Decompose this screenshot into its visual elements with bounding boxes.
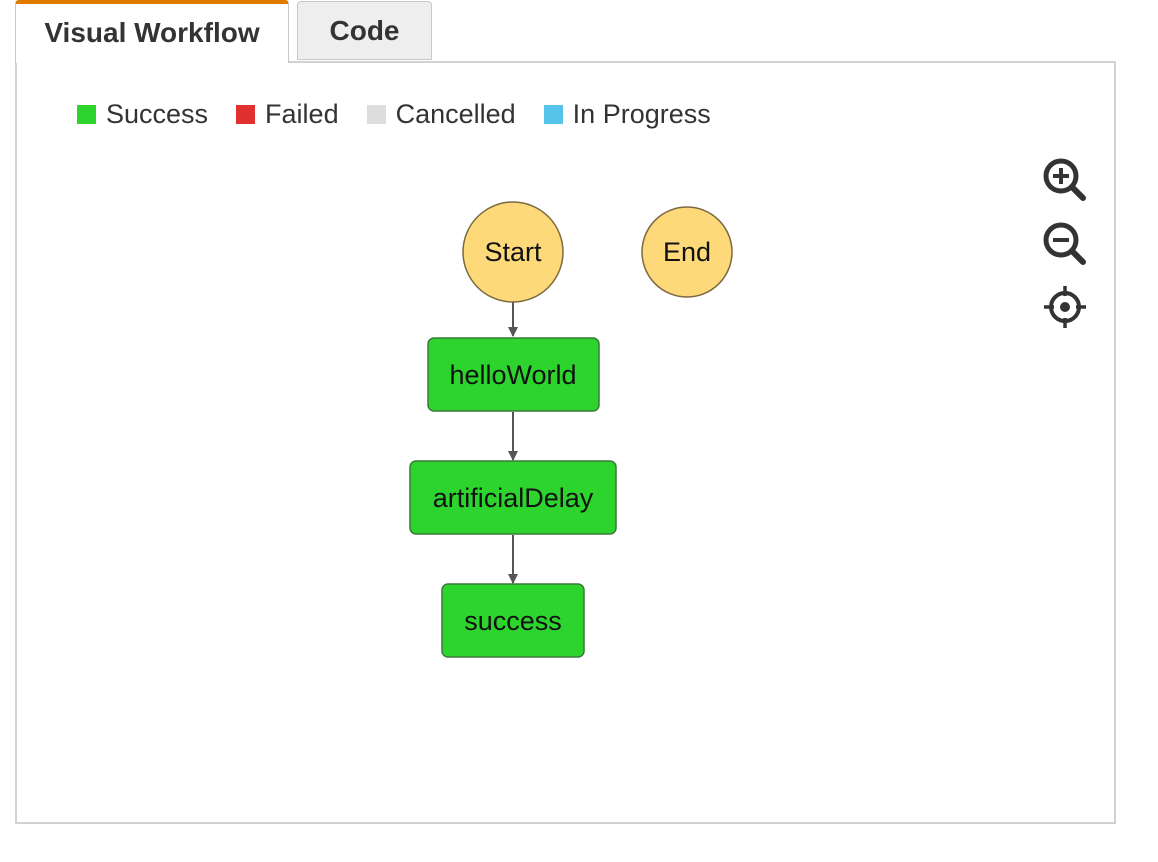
zoom-in-icon — [1043, 158, 1086, 201]
legend-item-in-progress: In Progress — [543, 98, 711, 130]
start-node-label: Start — [484, 237, 542, 267]
state-label-artificialdelay: artificialDelay — [433, 483, 594, 513]
legend-label-in-progress: In Progress — [572, 98, 711, 129]
zoom-out-button[interactable] — [1041, 220, 1089, 268]
state-node-success[interactable]: success — [441, 583, 585, 658]
state-label-helloworld: helloWorld — [449, 360, 576, 390]
state-node-helloworld[interactable]: helloWorld — [427, 337, 600, 412]
legend-swatch-in-progress — [543, 104, 563, 124]
state-node-artificialdelay[interactable]: artificialDelay — [409, 460, 617, 535]
zoom-out-icon — [1043, 222, 1086, 265]
center-graph-button[interactable] — [1041, 283, 1089, 331]
end-node[interactable]: End — [641, 206, 733, 298]
center-target-icon — [1044, 286, 1086, 328]
workflow-graph[interactable]: Start End helloWorld artificialDelay suc… — [17, 63, 1114, 822]
legend-item-cancelled: Cancelled — [366, 98, 516, 130]
zoom-in-button[interactable] — [1041, 156, 1089, 204]
legend-label-failed: Failed — [265, 98, 339, 129]
status-legend: Success Failed Cancelled In Progress — [77, 96, 739, 132]
tab-visual-workflow-label: Visual Workflow — [44, 16, 260, 48]
legend-swatch-failed — [236, 104, 256, 124]
legend-item-failed: Failed — [236, 99, 339, 130]
legend-label-cancelled: Cancelled — [395, 98, 516, 129]
visual-workflow-panel: Success Failed Cancelled In Progress — [15, 61, 1116, 824]
start-node[interactable]: Start — [462, 201, 564, 303]
legend-label-success: Success — [106, 98, 209, 129]
tab-visual-workflow[interactable]: Visual Workflow — [15, 0, 289, 63]
legend-swatch-cancelled — [366, 104, 386, 124]
legend-item-success: Success — [77, 99, 208, 130]
legend-swatch-success — [77, 104, 96, 124]
tab-code[interactable]: Code — [297, 1, 432, 60]
end-node-label: End — [663, 237, 711, 267]
tab-code-label: Code — [329, 14, 400, 46]
state-label-success: success — [464, 606, 562, 636]
